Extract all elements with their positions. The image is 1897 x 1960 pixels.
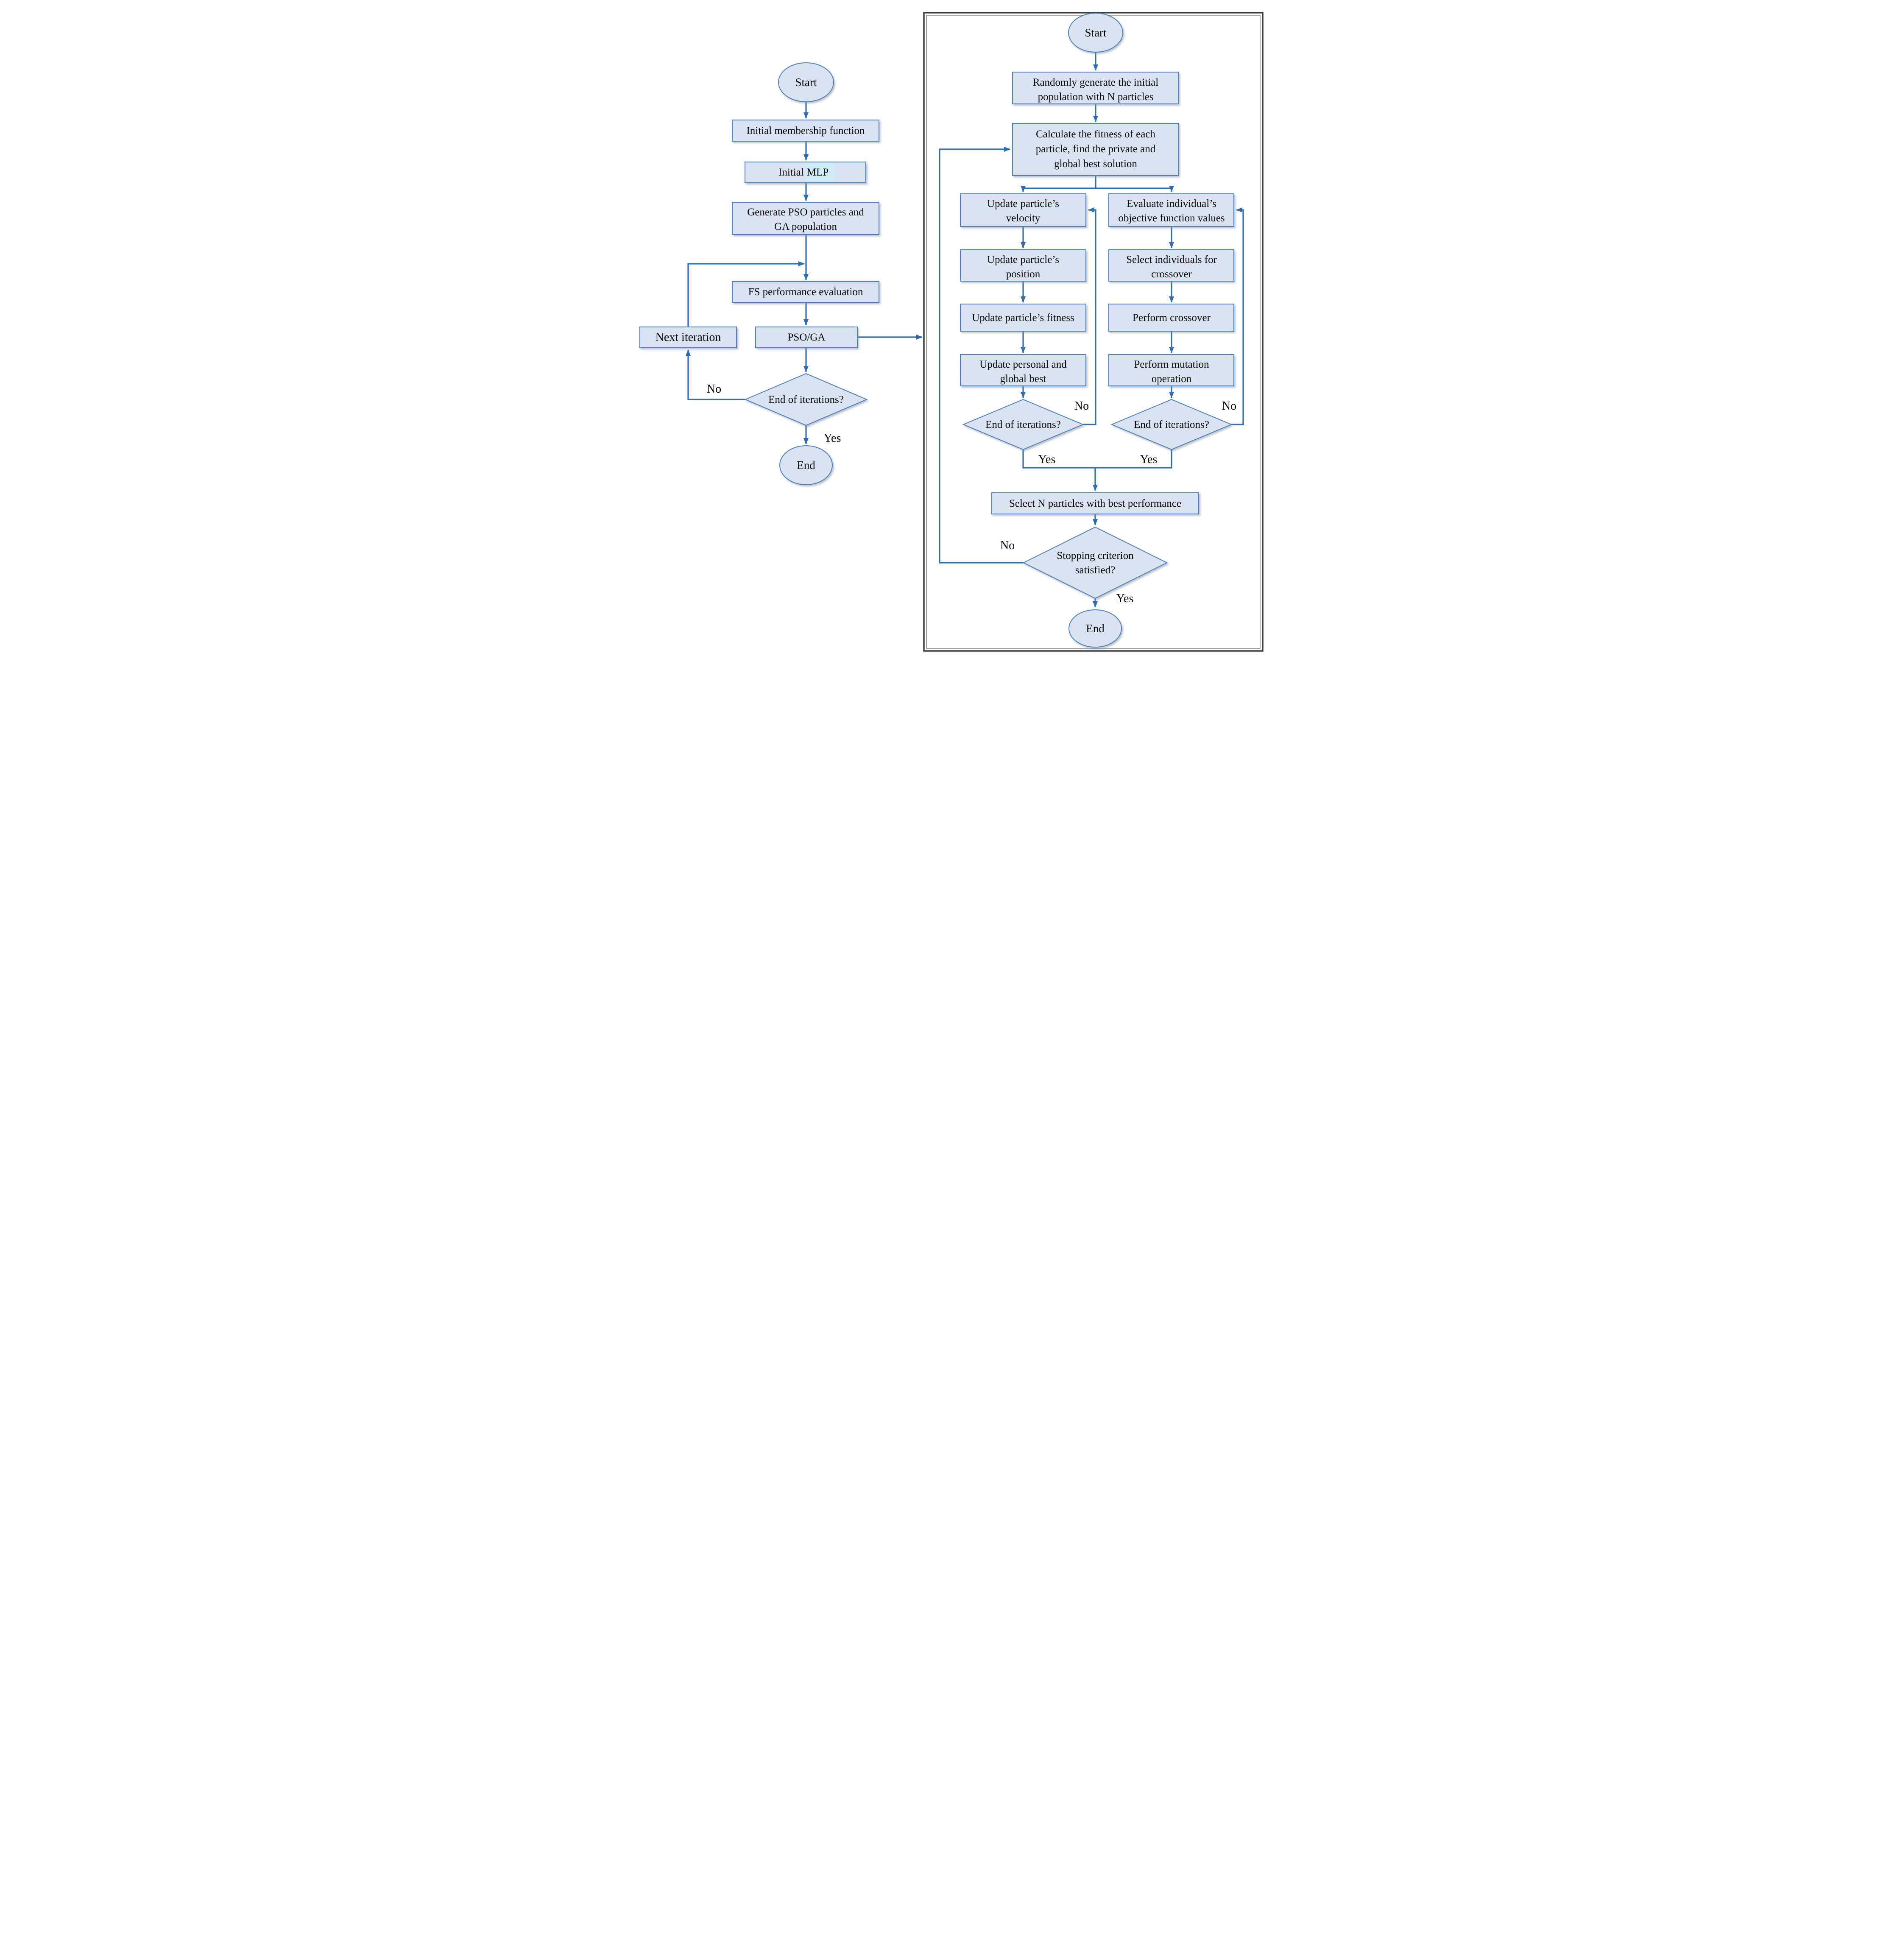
left-end-terminator [779,445,833,485]
left-yes-label: Yes [824,432,841,445]
pso-yes-label: Yes [1038,453,1056,466]
right-start-label: Start [1085,26,1107,39]
update-velocity-box [960,193,1086,227]
fs-performance-box [732,281,879,303]
random-generate-box [1012,72,1179,104]
update-fitness-box [960,304,1086,332]
mlp-highlight [806,162,834,181]
mutation-line2: operation [1152,373,1192,385]
evaluate-objective-box [1108,193,1234,227]
velocity-line2: velocity [1006,212,1041,224]
arrow-pso-no-loop [1083,207,1096,425]
left-no-label: No [707,383,721,396]
calculate-fitness-box [1012,123,1179,176]
perform-crossover-label: Perform crossover [1133,312,1211,324]
initial-membership-box [732,120,879,142]
pso-ga-label: PSO/GA [788,332,826,343]
evaluate-line2: objective function values [1118,212,1225,224]
ga-no-label: No [1222,399,1236,413]
select-n-label: Select N particles with best performance [1009,498,1181,509]
pso-end-of-iterations-diamond [962,399,1084,450]
ga-decision-label: End of iterations? [1134,419,1209,430]
perform-crossover-box [1108,304,1234,332]
split-bar [1023,176,1172,189]
left-start-label: Start [795,76,817,89]
position-line1: Update particle’s [987,254,1059,265]
flowchart-canvas: Start Initial membership function Initia… [639,12,1264,652]
select-line1: Select individuals for [1126,254,1217,265]
ga-yes-label: Yes [1140,453,1158,466]
next-iteration-box [639,327,737,348]
perform-mutation-box [1108,354,1234,386]
generate-line1: Generate PSO particles and [747,207,864,218]
pso-ga-box [755,327,858,348]
panel-border-outer [923,12,1264,652]
initial-mlp-prefix: Initial [778,167,804,178]
pso-no-label: No [1074,399,1089,413]
select-line2: crossover [1151,268,1192,280]
initial-membership-label: Initial membership function [746,125,865,137]
ga-end-of-iterations-diamond [1110,399,1233,450]
update-position-box [960,249,1086,282]
left-start-terminator [778,62,834,102]
random-line2: population with N particles [1038,91,1154,103]
left-end-of-iterations-diamond [744,373,868,426]
fs-performance-label: FS performance evaluation [748,286,863,298]
left-decision-label: End of iterations? [768,394,844,405]
arrow-ga-no-loop [1231,207,1244,425]
update-fitness-label: Update particle’s fitness [972,312,1074,324]
random-line1: Randomly generate the initial [1033,77,1158,88]
stopping-line2: satisfied? [1075,564,1115,576]
initial-mlp-highlight-text: MLP [807,167,829,178]
right-start-terminator [1068,13,1123,53]
right-flowchart: Start Randomly generate the initial popu… [939,13,1244,648]
next-iteration-label: Next iteration [656,331,721,344]
generate-pso-ga-box [732,202,879,235]
fitness-line3: global best solution [1054,158,1137,170]
fitness-line2: particle, find the private and [1036,143,1156,155]
arrow-decision-no-to-next-iteration [686,349,745,400]
right-end-label: End [1086,622,1105,635]
stopping-line1: Stopping criterion [1057,550,1134,561]
best-line1: Update personal and [979,359,1067,370]
flowchart-figure: Start Initial membership function Initia… [632,0,1265,653]
arrow-next-iteration-to-trunk [687,261,805,327]
fitness-line1: Calculate the fitness of each [1036,128,1155,140]
select-n-particles-box [991,492,1199,514]
stopping-no-label: No [1000,539,1015,552]
stopping-yes-label: Yes [1116,592,1134,605]
yes-merge-bar [1022,450,1172,469]
stopping-criterion-diamond [1022,526,1168,599]
initial-mlp-box [745,162,866,183]
left-flowchart: Start Initial membership function Initia… [639,62,923,485]
evaluate-line1: Evaluate individual’s [1127,198,1216,209]
pso-decision-label: End of iterations? [985,419,1061,430]
velocity-line1: Update particle’s [987,198,1059,209]
position-line2: position [1006,268,1041,280]
best-line2: global best [1000,373,1046,385]
update-best-box [960,354,1086,386]
right-end-terminator [1068,609,1122,648]
arrow-stopping-no-loop [939,147,1024,564]
left-end-label: End [797,459,815,472]
select-individuals-box [1108,249,1234,282]
generate-line2: GA population [774,221,837,232]
mutation-line1: Perform mutation [1134,359,1209,370]
